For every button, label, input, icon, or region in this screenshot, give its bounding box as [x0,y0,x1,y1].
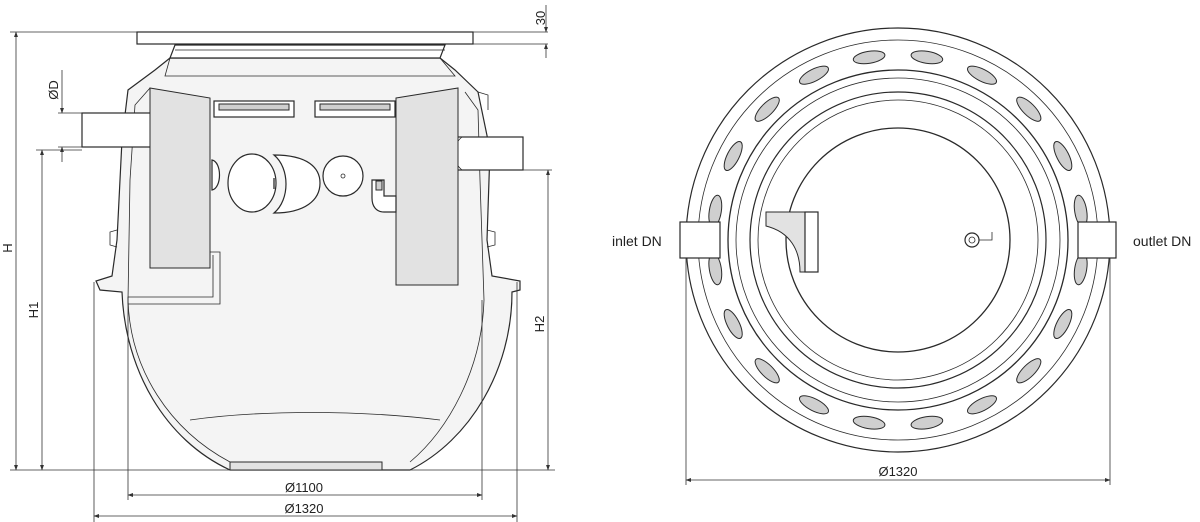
rim-slot [910,50,944,65]
outlet-fitting-top [964,232,980,248]
outlet-baffle [395,87,459,286]
rim-slot [1053,308,1073,340]
rim-slot [754,358,780,384]
tank-foot [229,461,383,471]
outlet-pipe [454,136,524,171]
rim-slot [910,415,944,430]
rim-slots [708,50,1088,430]
rim-slot [723,140,743,172]
inlet-tab [679,221,721,259]
outlet-label: outlet DN [1133,233,1191,249]
rim-slot [798,65,830,85]
dim-d1320-top: Ø1320 [878,464,917,479]
tank-bottom-lens [189,412,441,421]
rim-slot [852,415,886,430]
outlet-tab [1077,221,1117,259]
top-dimensions: inlet DN outlet DN Ø1320 [612,233,1191,485]
rim-slot [754,96,780,122]
rim-slot [966,395,998,415]
rim-slot [1016,358,1042,384]
rim-slot [798,395,830,415]
rim-slot [852,50,886,65]
dim-h2: H2 [532,316,547,333]
inner-opening [749,91,1047,389]
dim-d1100: Ø1100 [285,480,323,495]
filter-opening-2 [322,155,364,197]
dim-h1: H1 [26,302,41,319]
side-dimensions: 30 H ØD H1 H2 Ø1100 Ø1320 [0,5,555,522]
rim-slot [723,308,743,340]
top-view [679,27,1117,453]
dim-d1320-side: Ø1320 [284,501,323,516]
dim-h: H [0,243,15,252]
tank-neck [169,44,446,59]
inlet-label: inlet DN [612,233,662,249]
filter-opening-1 [227,153,277,213]
cover-lid [136,31,474,45]
side-view [81,31,524,471]
rim-slot [1016,96,1042,122]
dim-diameter-d: ØD [46,80,61,100]
dim-top-30: 30 [533,11,548,25]
rim-slot [1053,140,1073,172]
inlet-baffle [149,87,211,269]
inlet-pipe [81,112,156,148]
rim-slot [966,65,998,85]
